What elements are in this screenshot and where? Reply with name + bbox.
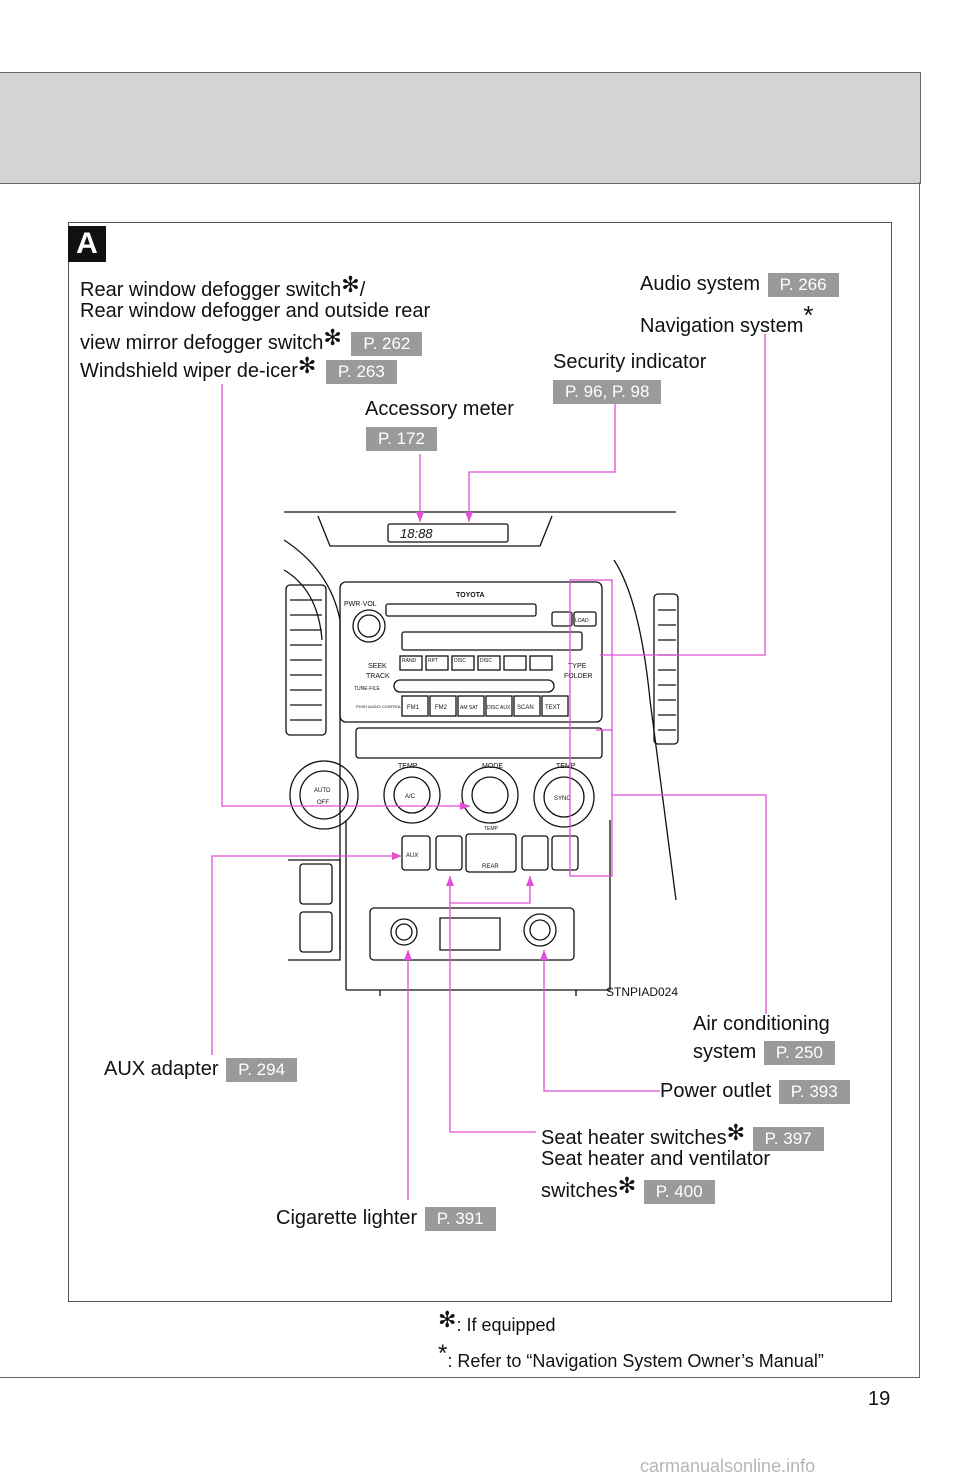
svg-text:SEEK: SEEK [368, 663, 387, 670]
navigation-system-callout: Navigation system* [640, 300, 814, 337]
footnote-nav-manual: *: Refer to “Navigation System Owner’s M… [438, 1340, 824, 1372]
clock-readout: 18:88 [400, 526, 433, 541]
asterisk-icon: ✻ [726, 1120, 746, 1145]
page-ref-tag: P. 96, P. 98 [553, 380, 662, 404]
asterisk-icon: * [438, 1340, 448, 1367]
accessory-meter-label: Accessory meter [365, 398, 514, 420]
page-ref-tag: P. 397 [752, 1127, 824, 1151]
defogger-callout-line4: Windshield wiper de-icer✻ P. 263 [80, 353, 397, 384]
defogger-callout-line2: Rear window defogger and outside rear [80, 300, 431, 322]
bottom-rule [0, 1377, 920, 1378]
svg-text:DISC: DISC [454, 658, 466, 664]
asterisk-icon: ✻ [297, 353, 317, 378]
svg-text:PUSH AUDIO CONTROL: PUSH AUDIO CONTROL [356, 704, 402, 709]
svg-text:AM SAT: AM SAT [460, 705, 478, 711]
watermark: carmanualsonline.info [640, 1456, 816, 1476]
svg-text:A/C: A/C [405, 794, 416, 800]
brand-label: TOYOTA [456, 592, 485, 599]
cigarette-lighter-callout: Cigarette lighter P. 391 [276, 1205, 496, 1231]
svg-text:AUTO: AUTO [314, 788, 331, 794]
illustration-code: STNPIAD024 [606, 985, 678, 999]
seat-heater-line2: Seat heater and ventilator [541, 1148, 771, 1170]
svg-text:TRACK: TRACK [366, 673, 390, 680]
page-ref-tag: P. 250 [763, 1041, 835, 1065]
svg-text:SCAN: SCAN [517, 705, 534, 711]
security-indicator-page: P. 96, P. 98 [553, 380, 662, 404]
page-ref-tag: P. 263 [325, 360, 397, 384]
defogger-callout-line1: Rear window defogger switch✻/ [80, 272, 366, 301]
page-ref-tag: P. 391 [424, 1207, 496, 1231]
svg-text:FM2: FM2 [435, 705, 448, 711]
header-band [0, 72, 921, 184]
asterisk-icon: ✻ [323, 325, 342, 350]
svg-text:TEXT: TEXT [545, 705, 561, 711]
svg-text:RAND: RAND [402, 658, 417, 664]
defogger-callout-line3: view mirror defogger switch✻ P. 262 [80, 325, 423, 356]
right-rule [919, 182, 920, 1378]
page-ref-tag: P. 262 [351, 332, 423, 356]
svg-text:FM1: FM1 [407, 705, 420, 711]
asterisk-icon: ✻ [617, 1173, 637, 1198]
air-conditioning-label-line1: Air conditioning [693, 1013, 830, 1035]
svg-text:DISC: DISC [480, 658, 492, 664]
svg-text:SYNC: SYNC [554, 796, 571, 802]
svg-text:DISC AUX: DISC AUX [487, 705, 511, 711]
svg-text:MODE: MODE [482, 763, 503, 770]
svg-text:TEMP: TEMP [398, 763, 418, 770]
section-letter: A [68, 226, 106, 262]
accessory-meter-page: P. 172 [366, 427, 437, 451]
page-ref-tag: P. 294 [226, 1058, 298, 1082]
figure-frame [68, 222, 892, 1302]
svg-text:TEMP: TEMP [484, 826, 499, 832]
svg-text:RPT: RPT [428, 658, 438, 664]
page-number: 19 [868, 1388, 891, 1410]
svg-text:AUX: AUX [406, 853, 418, 859]
svg-text:TEMP: TEMP [556, 763, 576, 770]
svg-text:OFF: OFF [317, 800, 329, 806]
seat-heater-line1: Seat heater switches✻ P. 397 [541, 1120, 824, 1151]
aux-adapter-callout: AUX adapter P. 294 [104, 1056, 298, 1082]
svg-text:FOLDER: FOLDER [564, 673, 592, 680]
security-indicator-label: Security indicator [553, 351, 707, 373]
audio-system-callout: Audio system P. 266 [640, 271, 839, 297]
svg-text:PWR·VOL: PWR·VOL [344, 601, 377, 608]
footnote-if-equipped: ✻: If equipped [438, 1307, 556, 1336]
svg-text:TUNE·FILE: TUNE·FILE [354, 686, 381, 692]
page-ref-tag: P. 266 [767, 273, 839, 297]
svg-text:TYPE: TYPE [568, 663, 587, 670]
page-ref-tag: P. 400 [643, 1180, 715, 1204]
seat-heater-line3: switches✻ P. 400 [541, 1173, 715, 1204]
svg-text:LOAD: LOAD [575, 618, 589, 624]
asterisk-icon: ✻ [341, 272, 360, 297]
page-ref-tag: P. 172 [366, 427, 437, 451]
asterisk-icon: ✻ [438, 1307, 457, 1332]
page-ref-tag: P. 393 [778, 1080, 850, 1104]
asterisk-icon: * [803, 300, 814, 330]
svg-text:REAR: REAR [482, 864, 499, 870]
air-conditioning-label-line2: system P. 250 [693, 1039, 835, 1065]
power-outlet-callout: Power outlet P. 393 [660, 1078, 850, 1104]
